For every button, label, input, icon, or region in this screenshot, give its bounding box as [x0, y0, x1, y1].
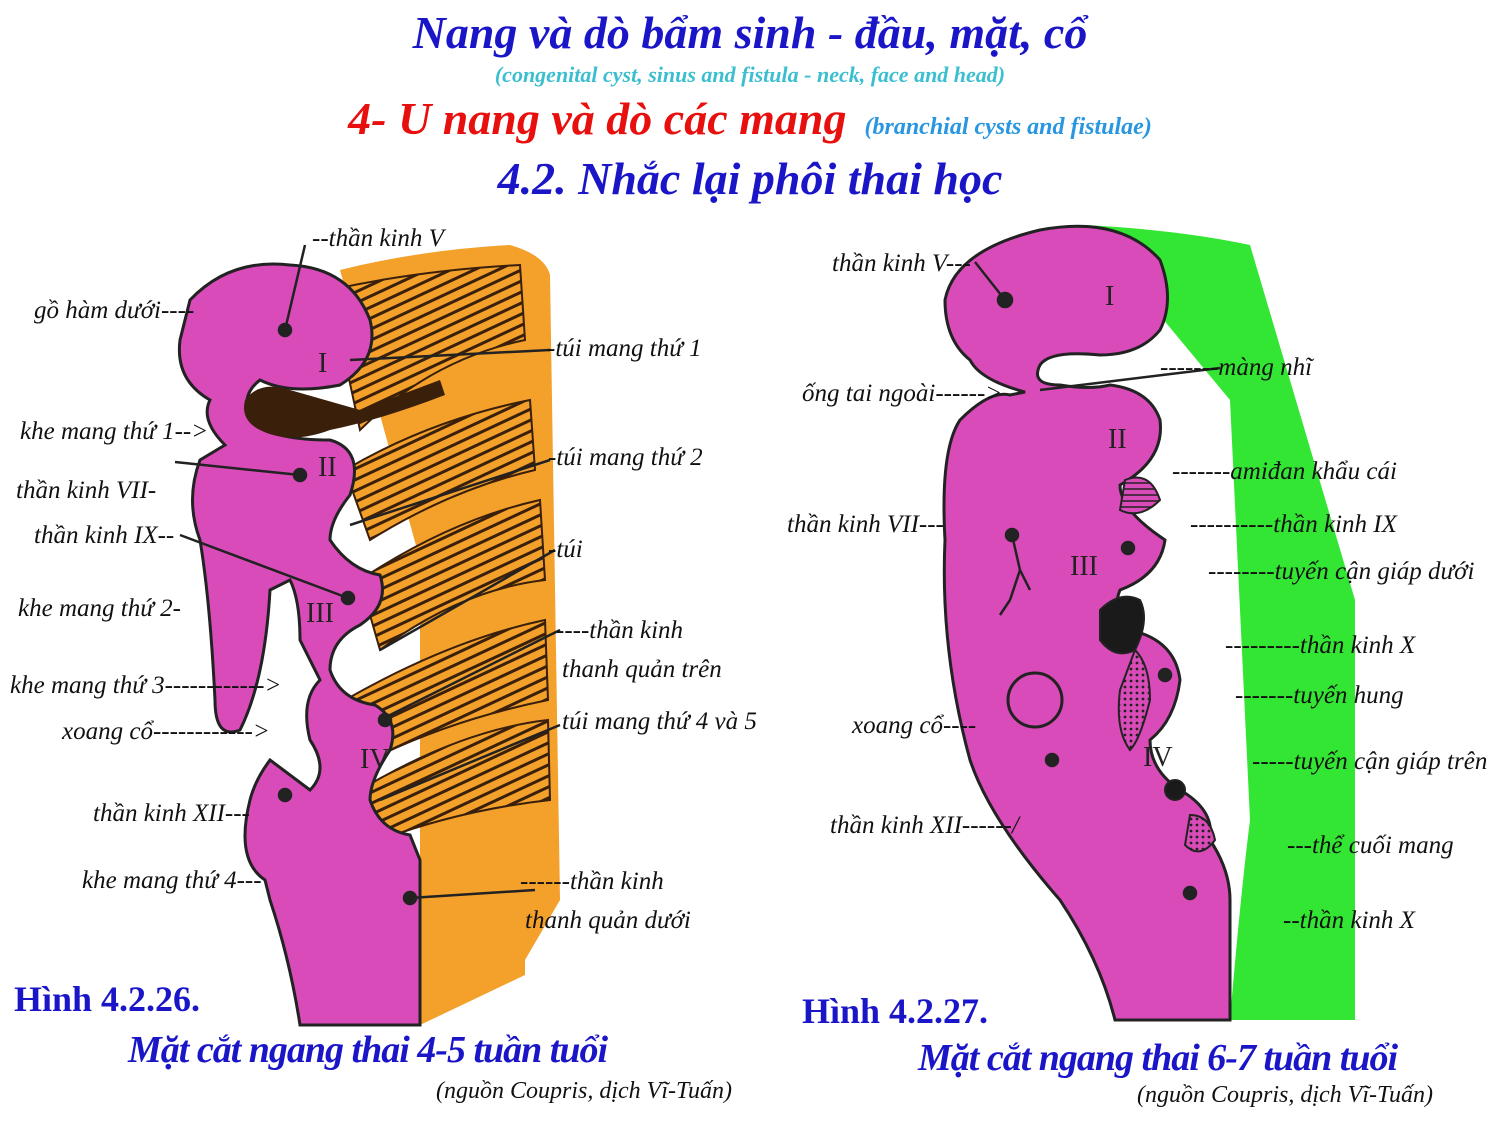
svg-text:I: I	[318, 348, 327, 379]
label-left-nerve-vii: thần kinh VII-	[16, 477, 157, 504]
label-second-cleft: khe mang thứ 2-	[18, 595, 181, 622]
label-inferior-parathyroid: --------tuyến cận giáp dưới	[1208, 558, 1475, 585]
label-left-nerve-xii: thần kinh XII---	[93, 800, 250, 827]
figure-left-section: I II III IV	[174, 244, 561, 1027]
label-left-nerve-v: --thần kinh V	[312, 225, 444, 252]
figure-left-number: Hình 4.2.26.	[14, 979, 201, 1019]
section-title-english: (branchial cysts and fistulae)	[864, 114, 1152, 140]
svg-text:I: I	[1105, 281, 1114, 312]
label-second-pouch: -túi mang thứ 2	[548, 444, 703, 471]
label-left-cervical-sinus: xoang cổ------------>	[62, 718, 270, 745]
label-recurrent-laryngeal-2: thanh quản dưới	[525, 907, 691, 934]
svg-text:II: II	[318, 452, 337, 483]
label-thymus: -------tuyến hung	[1235, 682, 1404, 709]
label-superior-laryngeal-1: ----thần kinh	[556, 617, 684, 644]
label-ultimobranchial-body: ---thể cuối mang	[1287, 832, 1454, 859]
label-palatine-tonsil: -------amiđan khẩu cái	[1172, 458, 1397, 485]
label-left-nerve-ix: thần kinh IX--	[34, 522, 175, 549]
figure-left-source: (nguồn Coupris, dịch Vĩ-Tuấn)	[436, 1078, 733, 1104]
label-superior-laryngeal-2: thanh quản trên	[562, 656, 722, 683]
label-right-nerve-v: thần kinh V---	[832, 250, 971, 277]
subsection-title: 4.2. Nhắc lại phôi thai học	[497, 153, 1003, 204]
label-pouch: -túi	[548, 536, 583, 563]
svg-text:IV: IV	[360, 744, 390, 775]
svg-text:IV: IV	[1143, 742, 1173, 773]
left-arch-numerals: I II III IV	[306, 348, 390, 775]
label-right-nerve-ix: ----------thần kinh IX	[1190, 511, 1397, 538]
svg-text:II: II	[1108, 424, 1127, 455]
right-cervical-sinus	[1006, 671, 1064, 729]
label-tympanic-membrane: -------màng nhĩ	[1160, 354, 1313, 381]
label-right-cervical-sinus: xoang cổ----	[852, 712, 977, 739]
label-third-cleft: khe mang thứ 3------------>	[10, 672, 282, 699]
svg-text:III: III	[306, 598, 334, 629]
label-first-cleft: khe mang thứ 1-->	[20, 418, 209, 445]
right-arch-numerals: I II III IV	[1070, 281, 1173, 773]
figure-right-caption: Mặt cắt ngang thai 6-7 tuần tuổi	[918, 1037, 1398, 1079]
label-right-nerve-x-lower: --thần kinh X	[1283, 907, 1415, 934]
label-external-auditory-canal: ống tai ngoài------>	[802, 380, 1003, 407]
figure-right-number: Hình 4.2.27.	[802, 991, 989, 1031]
label-mandibular-prominence: gồ hàm dưới----	[34, 297, 195, 324]
label-superior-parathyroid: -----tuyến cận giáp trên	[1252, 748, 1488, 775]
label-first-pouch: -túi mang thứ 1	[547, 335, 702, 362]
label-fourth-cleft: khe mang thứ 4---	[82, 867, 262, 894]
right-glands	[1099, 476, 1217, 853]
right-endoderm-region	[1085, 225, 1355, 1020]
label-fourth-fifth-pouch: túi mang thứ 4 và 5	[562, 708, 757, 735]
section-heading: 4- U nang và dò các mang (branchial cysts…	[0, 92, 1500, 145]
left-arch-mesoderm	[177, 262, 422, 1027]
figure-right-source: (nguồn Coupris, dịch Vĩ-Tuấn)	[1137, 1082, 1434, 1108]
right-nerves	[974, 261, 1221, 901]
label-right-nerve-x-upper: ---------thần kinh X	[1225, 632, 1416, 659]
section-title: 4- U nang và dò các mang	[348, 93, 847, 144]
left-first-pouch-dark	[244, 380, 445, 438]
label-right-nerve-vii: thần kinh VII---	[787, 511, 944, 538]
right-arch-mesoderm	[942, 224, 1232, 1022]
figure-left-caption: Mặt cắt ngang thai 4-5 tuần tuổi	[128, 1029, 608, 1071]
label-right-nerve-xii: thần kinh XII------/	[830, 812, 1019, 839]
figure-right-section: I II III IV	[942, 224, 1355, 1022]
label-recurrent-laryngeal-1: ------thần kinh	[520, 868, 664, 895]
page-title-english: (congenital cyst, sinus and fistula - ne…	[494, 62, 1006, 87]
left-pharyngeal-pouches	[328, 263, 552, 842]
svg-text:III: III	[1070, 551, 1098, 582]
left-nerves	[174, 244, 561, 906]
page-title: Nang và dò bẩm sinh - đầu, mặt, cổ	[412, 7, 1088, 58]
